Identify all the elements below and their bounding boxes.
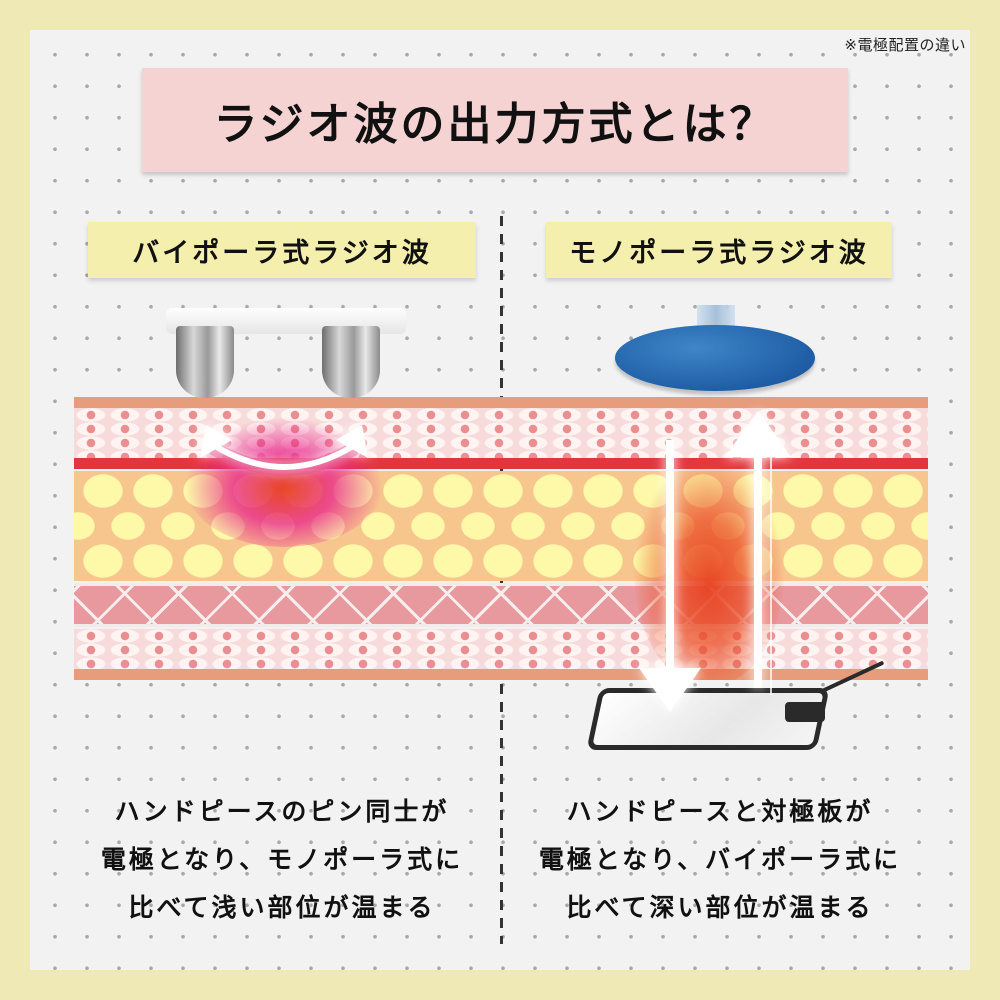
monopolar-electrode-disc [615, 325, 815, 391]
bipolar-description: ハンドピースのピン同士が 電極となり、モノポーラ式に 比べて浅い部位が温まる [100, 797, 464, 922]
electrode-pin-icon [176, 326, 234, 398]
monopolar-heading: モノポーラ式ラジオ波 [546, 222, 892, 278]
connective-mesh-layer [74, 583, 928, 627]
basement-line [74, 458, 928, 469]
epidermis-top-layer [74, 397, 928, 408]
skin-cross-section [74, 397, 928, 680]
pad-connector [785, 702, 825, 722]
page-title: ラジオ波の出力方式とは？ [213, 99, 777, 150]
footnote: ※電極配置の違い [844, 36, 966, 54]
monopolar-description: ハンドピースと対極板が 電極となり、バイポーラ式に 比べて深い部位が温まる [538, 797, 902, 922]
dermis-cell-layer-bottom [74, 629, 928, 669]
title-banner: ラジオ波の出力方式とは？ [142, 68, 848, 172]
dermis-cell-layer-top [74, 408, 928, 458]
fat-layer [74, 471, 928, 581]
epidermis-bottom-layer [74, 669, 928, 680]
electrode-pin-icon [322, 326, 380, 398]
bipolar-heading: バイポーラ式ラジオ波 [88, 222, 476, 278]
